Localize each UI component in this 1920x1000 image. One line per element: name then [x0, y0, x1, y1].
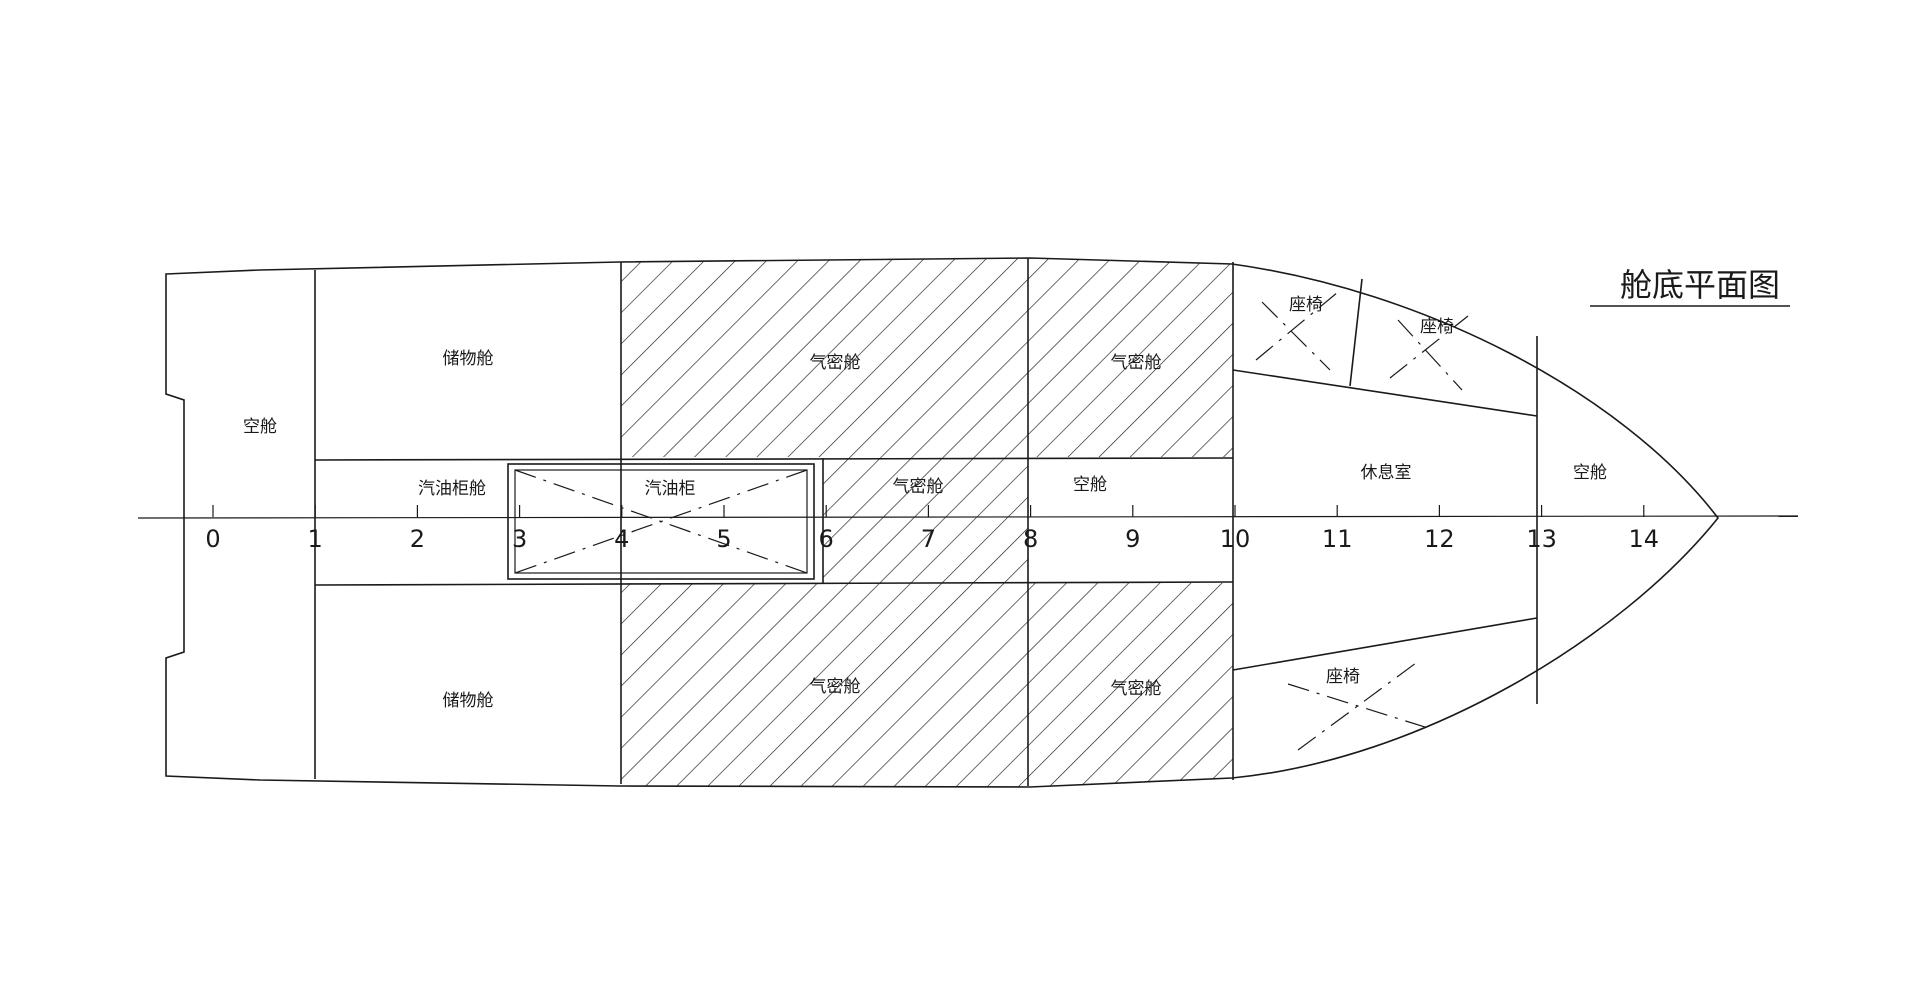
frame-number-14: 14 — [1629, 525, 1660, 553]
seat-1-symbol — [1255, 291, 1339, 371]
label-void-bow: 空舱 — [1573, 463, 1607, 483]
seat-area-divider-bottom — [1232, 617, 1538, 671]
corridor-walls — [314, 278, 1538, 671]
label-airtight-bottom-b: 气密舱 — [1111, 679, 1162, 699]
frame-number-0: 0 — [205, 525, 220, 553]
frame-number-10: 10 — [1220, 525, 1251, 553]
frame-ticks — [212, 505, 1645, 517]
frame-number-13: 13 — [1526, 525, 1557, 553]
frame-number-2: 2 — [410, 525, 425, 553]
seat-partition — [1349, 278, 1363, 387]
label-airtight-center: 气密舱 — [893, 477, 944, 497]
label-seat-2: 座椅 — [1420, 317, 1454, 337]
label-lounge: 休息室 — [1361, 463, 1412, 483]
airtight-hatch-top — [621, 258, 1233, 457]
label-storage-bottom: 储物舱 — [443, 691, 494, 711]
drawing-title: 舱底平面图 — [1620, 266, 1780, 304]
airtight-hatching — [621, 258, 1233, 787]
frame-number-9: 9 — [1125, 525, 1140, 553]
frame-number-7: 7 — [921, 525, 936, 553]
hull-outline — [165, 257, 1720, 788]
label-fuel-tank: 汽油柜 — [645, 479, 696, 499]
frame-number-11: 11 — [1322, 525, 1353, 553]
frame-number-5: 5 — [716, 525, 731, 553]
frame-number-3: 3 — [512, 525, 527, 553]
centerline — [137, 515, 1799, 519]
frame-number-8: 8 — [1023, 525, 1038, 553]
fuel-tank-inner — [514, 469, 808, 574]
airtight-hatch-bottom — [621, 583, 1233, 787]
seat-area-divider-top — [1232, 369, 1538, 417]
fuel-tank-cross-b — [514, 469, 808, 574]
seat-symbols — [1255, 291, 1469, 751]
seat-3-symbol — [1287, 659, 1429, 751]
frame-number-12: 12 — [1424, 525, 1455, 553]
frame-number-4: 4 — [614, 525, 629, 553]
label-seat-3: 座椅 — [1326, 667, 1360, 687]
bulkheads — [314, 258, 1538, 786]
frame-number-6: 6 — [819, 525, 834, 553]
airtight-hatch-center — [823, 457, 1028, 583]
frame-number-1: 1 — [308, 525, 323, 553]
fuel-tank — [507, 463, 815, 580]
seat-2-symbol — [1389, 315, 1469, 391]
label-void-aft: 空舱 — [243, 417, 277, 437]
label-airtight-bottom-a: 气密舱 — [810, 677, 861, 697]
label-storage-top: 储物舱 — [443, 349, 494, 369]
fuel-tank-outer — [507, 463, 815, 580]
label-airtight-top-a: 气密舱 — [810, 353, 861, 373]
label-fuel-tank-room: 汽油柜舱 — [418, 479, 486, 499]
label-airtight-top-b: 气密舱 — [1111, 353, 1162, 373]
label-seat-1: 座椅 — [1289, 295, 1323, 315]
corridor-top-wall — [314, 457, 1234, 461]
corridor-bottom-wall — [314, 581, 1234, 586]
compartment-labels: 空舱 储物舱 储物舱 汽油柜舱 汽油柜 气密舱 气密舱 气密舱 气密舱 气密舱 … — [243, 295, 1607, 711]
label-void-center: 空舱 — [1073, 475, 1107, 495]
